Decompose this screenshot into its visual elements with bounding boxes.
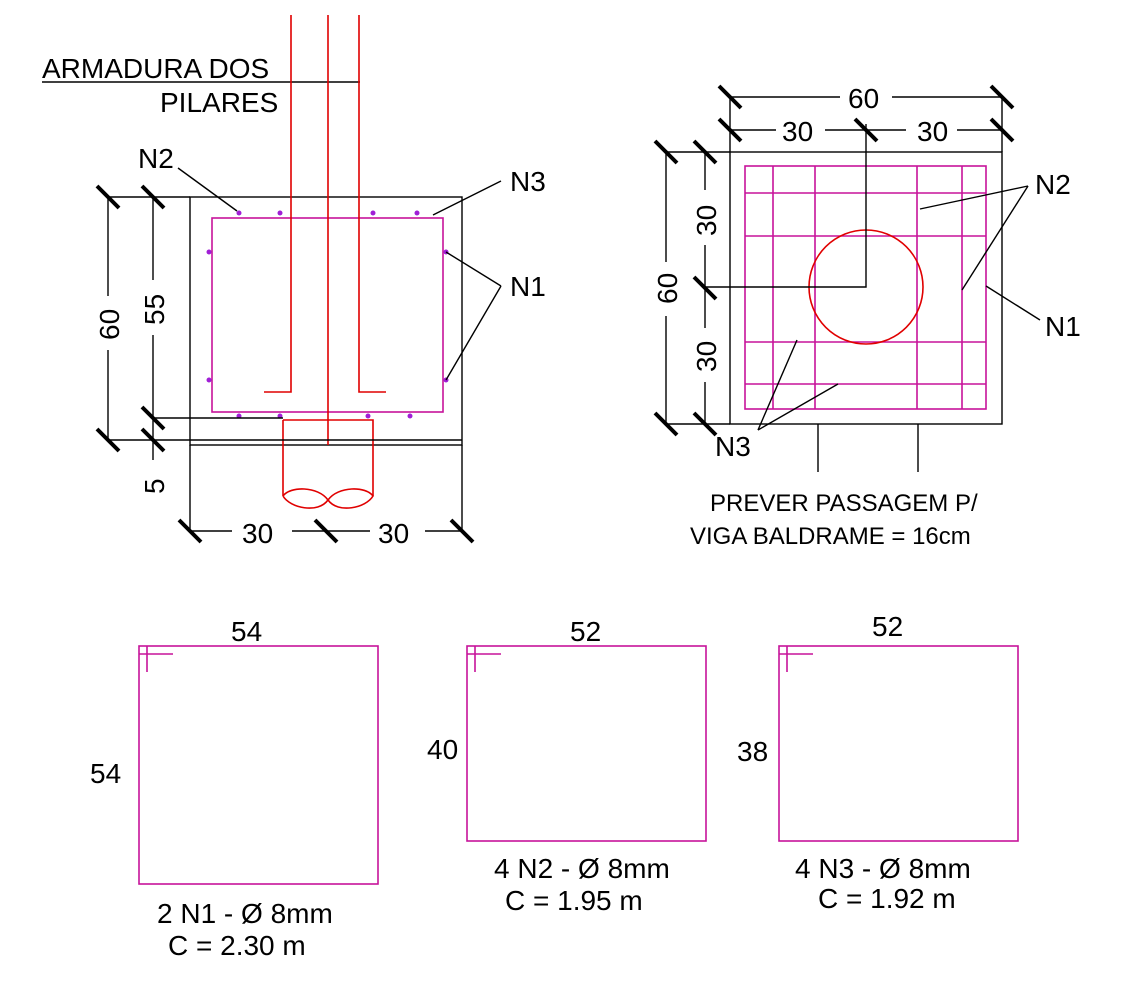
callout-n3: N3 (715, 431, 751, 462)
dim-inner-55: 55 (139, 294, 170, 325)
dim-tick (692, 275, 718, 301)
dim-tick (653, 411, 679, 437)
rebar-dot (206, 377, 212, 383)
dim-right-30: 30 (378, 518, 409, 549)
leader-n3 (757, 339, 798, 431)
dim-tick (313, 518, 339, 544)
block-outline (189, 196, 463, 446)
pile (282, 419, 374, 496)
leader-n2 (961, 185, 1029, 291)
callout-n1: N1 (1045, 311, 1081, 342)
dim-tick (140, 427, 166, 453)
rebar-dot (414, 210, 420, 216)
plan-view: N2 N1 N3 60 30 30 60 30 (652, 83, 1081, 550)
callout-n3: N3 (510, 166, 546, 197)
callout-n2: N2 (1035, 169, 1071, 200)
dim-lower-30: 30 (691, 341, 722, 372)
bar-width: 54 (231, 616, 262, 647)
rebar-dot (236, 210, 242, 216)
bar-width: 52 (872, 611, 903, 642)
bar-length: C = 1.95 m (505, 885, 643, 916)
bar-shape (466, 645, 707, 842)
dim-tick (853, 117, 879, 143)
dim-tick (177, 518, 203, 544)
column-rebar-label-1: ARMADURA DOS (42, 53, 269, 84)
dim-tick (692, 411, 718, 437)
hook-mark (779, 646, 813, 672)
dim-tick (989, 117, 1015, 143)
dim-height-60: 60 (652, 273, 683, 304)
dim-tick (717, 84, 743, 110)
dim-tick (449, 518, 475, 544)
dim-tick (95, 427, 121, 453)
leader-n1-bottom (445, 285, 502, 381)
leader-n3 (757, 383, 839, 431)
column-bar-right (358, 15, 386, 393)
bar-height: 40 (427, 734, 458, 765)
dim-tick (989, 84, 1015, 110)
rebar-dot (277, 210, 283, 216)
leader-n1-top (445, 251, 502, 287)
bar-length: C = 2.30 m (168, 930, 306, 961)
hook-mark (139, 646, 173, 672)
bar-spec: 4 N2 - Ø 8mm (494, 853, 670, 884)
dim-left-30: 30 (242, 518, 273, 549)
rebar-dot (206, 249, 212, 255)
dim-upper-30: 30 (691, 205, 722, 236)
dim-half-right-30: 30 (917, 116, 948, 147)
dim-tick (717, 117, 743, 143)
bar-width: 52 (570, 616, 601, 647)
leader-n2 (919, 185, 1029, 210)
dim-top-60: 60 (848, 83, 879, 114)
bar-spec: 4 N3 - Ø 8mm (795, 853, 971, 884)
note-line-1: PREVER PASSAGEM P/ (710, 490, 978, 517)
column-bar-left (264, 15, 292, 393)
bar-height: 38 (737, 736, 768, 767)
bar-detail-n3: 52 38 4 N3 - Ø 8mm C = 1.92 m (737, 611, 1019, 914)
column-rebar-label-2: PILARES (160, 87, 278, 118)
rebar-dot (407, 413, 413, 419)
leader-n3 (432, 180, 502, 216)
bar-length: C = 1.92 m (818, 883, 956, 914)
dim-tick (95, 184, 121, 210)
bar-detail-n1: 54 54 2 N1 - Ø 8mm C = 2.30 m (90, 616, 379, 961)
bar-detail-n2: 52 40 4 N2 - Ø 8mm C = 1.95 m (427, 616, 707, 916)
leader-n1 (985, 285, 1041, 321)
dim-height-60: 60 (94, 309, 125, 340)
callout-n2: N2 (138, 143, 174, 174)
hook-mark (467, 646, 501, 672)
note-line-2: VIGA BALDRAME = 16cm (690, 523, 971, 550)
dim-tick (653, 139, 679, 165)
section-view: ARMADURA DOS PILARES N2 N3 (42, 15, 546, 549)
dim-tick (692, 139, 718, 165)
bar-schedule: 54 54 2 N1 - Ø 8mm C = 2.30 m 52 40 4 N2… (90, 611, 1019, 961)
pile-break (282, 488, 374, 509)
rebar-dot (277, 413, 283, 419)
bar-shape (138, 645, 379, 885)
bar-height: 54 (90, 758, 121, 789)
bar-shape (778, 645, 1019, 842)
center-leader (705, 124, 867, 288)
rebar-dot (370, 210, 376, 216)
dim-half-left-30: 30 (782, 116, 813, 147)
rebar-dot (365, 413, 371, 419)
bar-spec: 2 N1 - Ø 8mm (157, 898, 333, 929)
leader-n2 (177, 167, 238, 212)
callout-n1: N1 (510, 271, 546, 302)
dim-bottom-5: 5 (139, 478, 170, 494)
dim-tick (140, 184, 166, 210)
rebar-dot (236, 413, 242, 419)
